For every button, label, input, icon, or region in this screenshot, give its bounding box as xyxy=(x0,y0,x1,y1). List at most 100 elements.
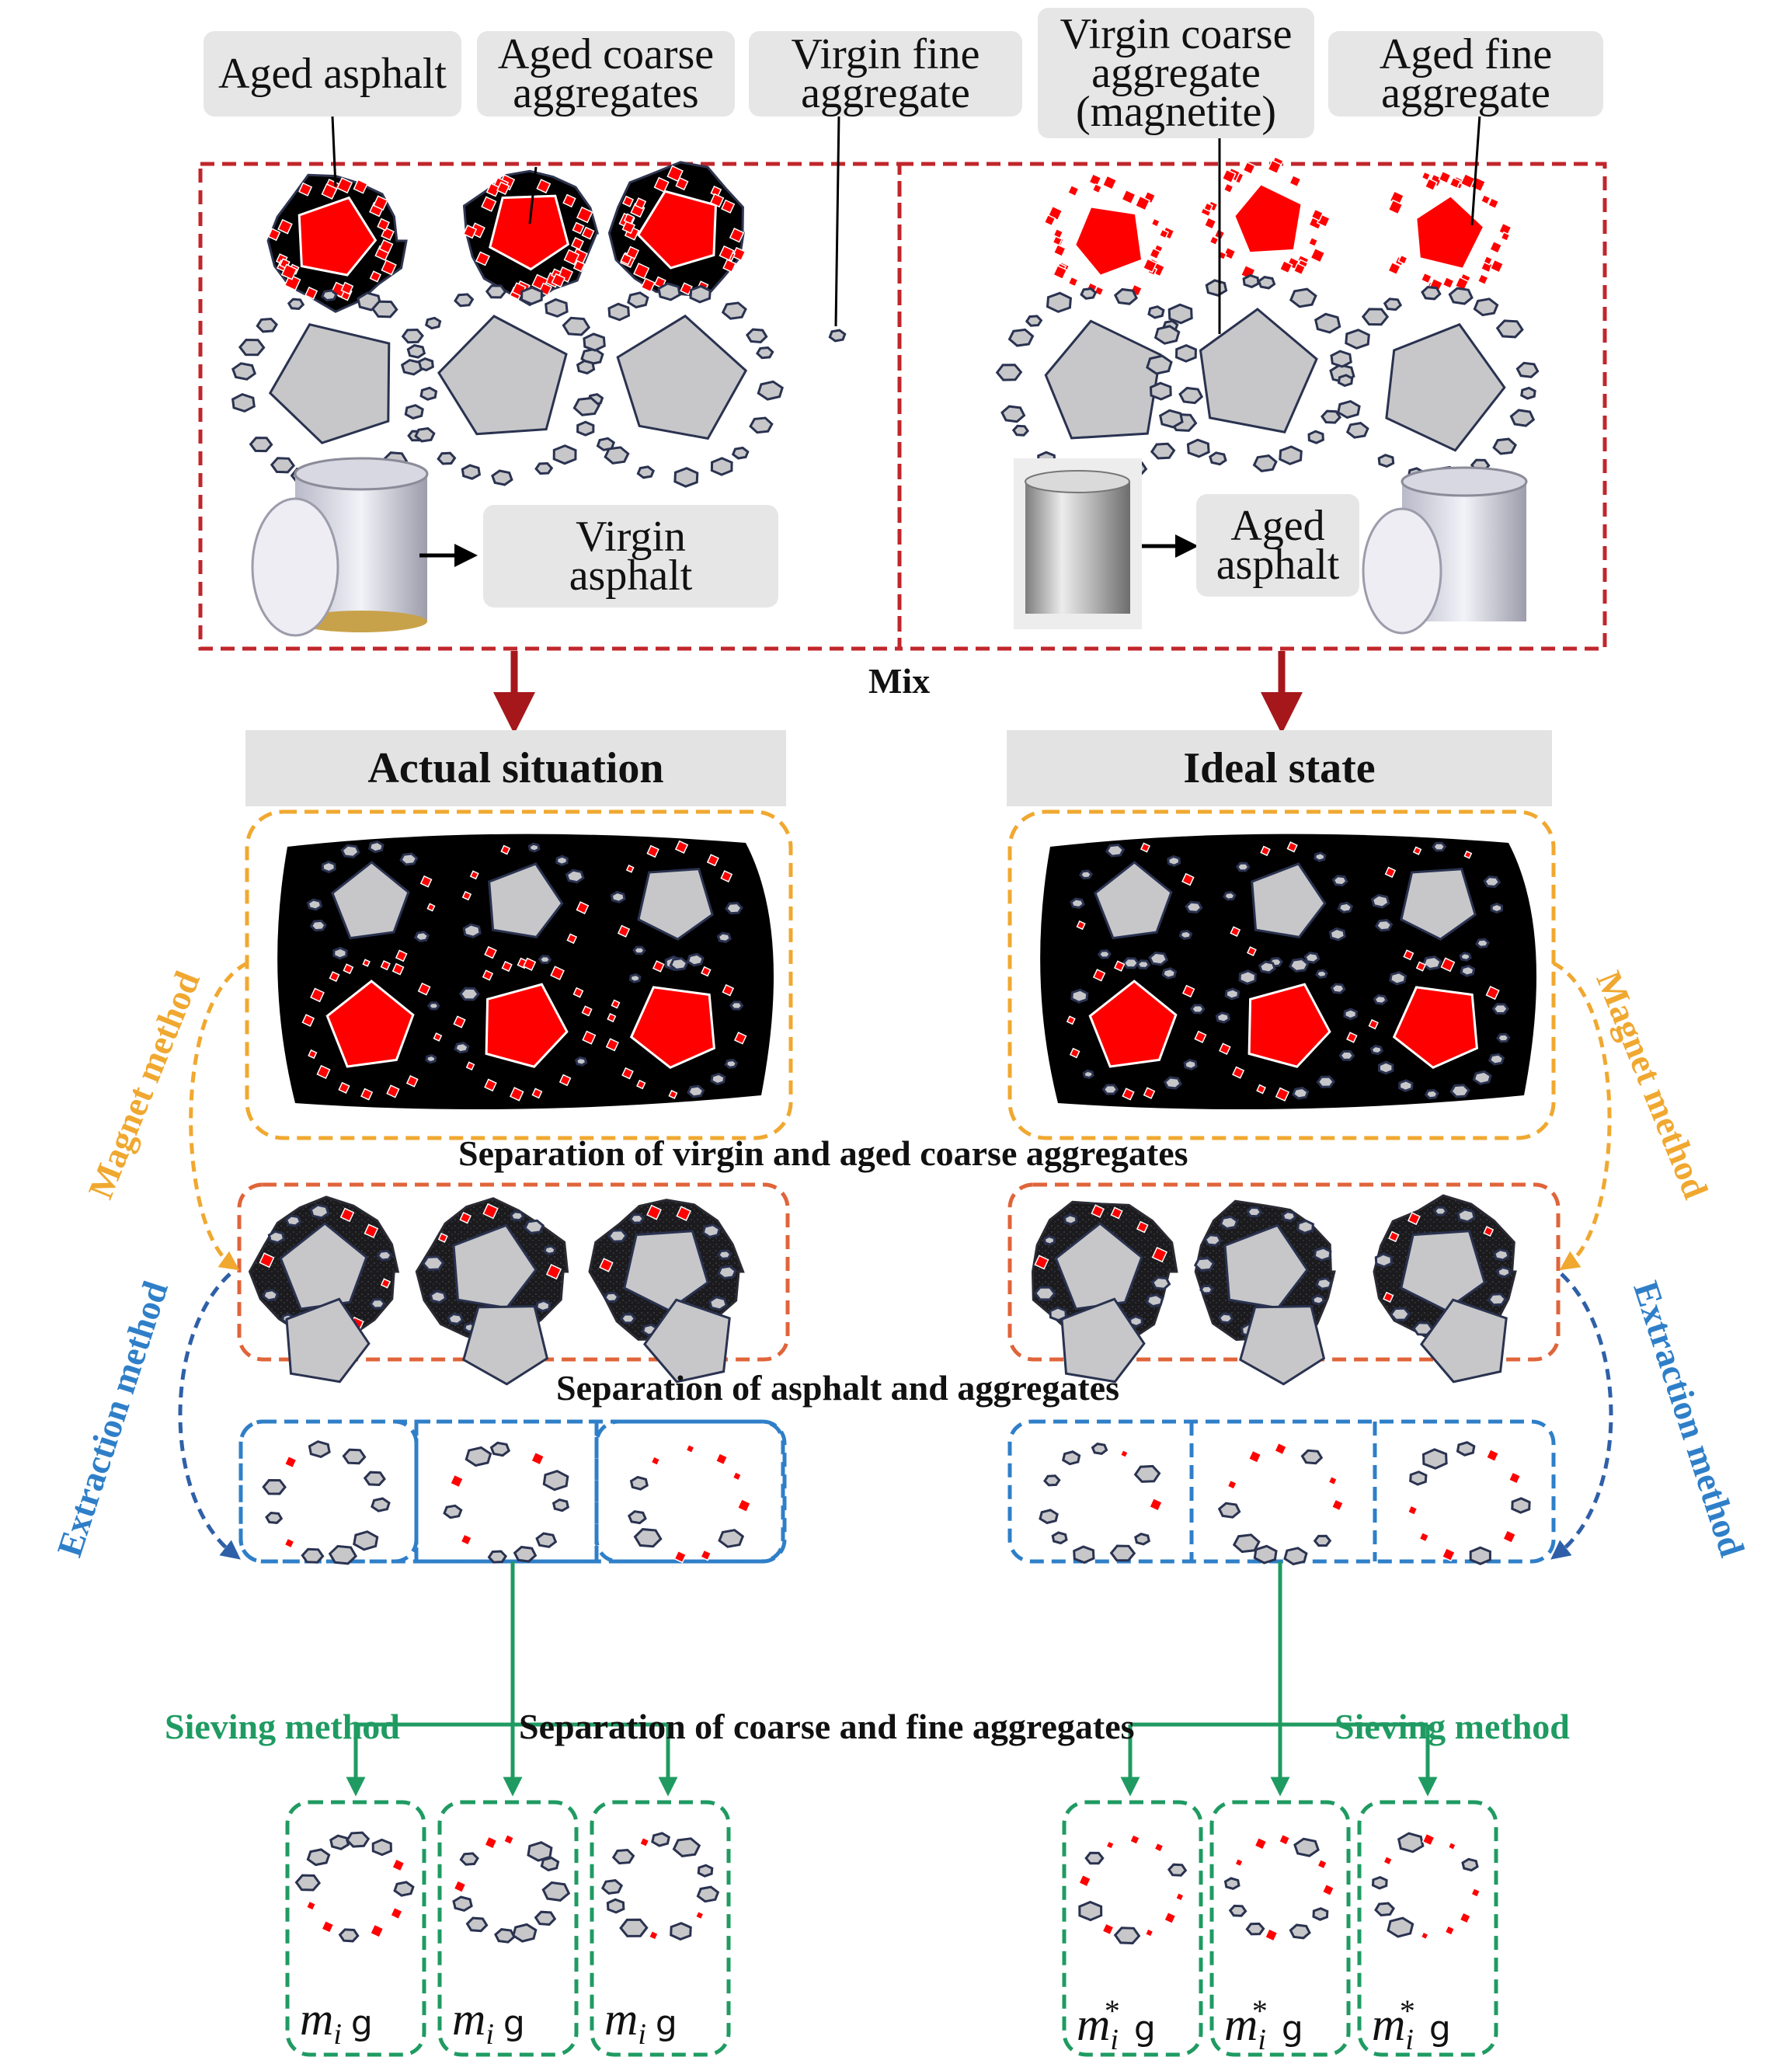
fine-gray-stone xyxy=(629,1475,649,1491)
mass-symbol: m xyxy=(1077,1999,1111,2050)
fine-gray-stone xyxy=(340,844,360,858)
fine-gray-stone xyxy=(1473,298,1499,317)
magnet-arrow-left xyxy=(189,961,249,1271)
fine-red-particle xyxy=(1438,170,1452,184)
fine-gray-stone xyxy=(534,1910,557,1927)
fine-red-particle xyxy=(625,245,640,259)
fine-gray-stone xyxy=(757,380,784,401)
fine-gray-stone xyxy=(1224,987,1240,1001)
fine-gray-stone xyxy=(1253,1544,1278,1565)
fine-gray-stone xyxy=(447,1312,465,1325)
fine-gray-stone xyxy=(716,1249,732,1260)
fine-red-particle xyxy=(482,969,494,981)
fine-gray-stone xyxy=(1091,1443,1108,1455)
fine-red-particle xyxy=(1487,197,1500,210)
fine-gray-stone xyxy=(459,1852,479,1866)
fine-red-particle xyxy=(1384,866,1397,879)
fine-gray-stone xyxy=(1281,1210,1297,1223)
fine-gray-stone xyxy=(1252,454,1278,472)
fine-red-particle xyxy=(259,1252,275,1269)
fine-gray-stone xyxy=(1235,861,1251,872)
fine-red-particle xyxy=(1421,1833,1435,1846)
fine-gray-stone xyxy=(1051,1531,1068,1545)
fine-gray-stone xyxy=(509,1210,525,1222)
fine-gray-stone xyxy=(628,973,642,983)
fine-red-particle xyxy=(732,246,746,262)
fine-red-particle xyxy=(1227,1479,1238,1491)
fine-gray-stone xyxy=(1488,1053,1505,1066)
fine-gray-stone xyxy=(1228,1904,1247,1917)
fine-gray-stone xyxy=(1042,1234,1056,1246)
fine-gray-stone xyxy=(1397,1832,1425,1853)
fine-gray-stone xyxy=(1097,949,1112,959)
fine-gray-stone xyxy=(716,931,732,943)
fine-red-particle xyxy=(1397,254,1408,265)
label-virgin-fine-line1: Virgin fine xyxy=(791,30,980,78)
fine-red-particle xyxy=(1485,1448,1500,1463)
sieving-method-left: Sieving method xyxy=(165,1707,400,1746)
fine-gray-stone xyxy=(256,317,278,333)
fine-gray-stone xyxy=(1174,343,1197,363)
fine-red-particle xyxy=(653,176,670,193)
fine-gray-stone xyxy=(485,284,507,299)
fine-red-particle xyxy=(1463,850,1473,859)
label-virgin-coarse: Virgin coarse aggregate (magnetite) xyxy=(1038,8,1314,138)
fine-gray-stone xyxy=(494,1928,516,1944)
fine-gray-stone xyxy=(1185,900,1203,914)
fine-gray-stone xyxy=(1146,354,1173,375)
fine-red-particle xyxy=(1232,1066,1245,1079)
fine-red-particle xyxy=(1158,228,1170,239)
fine-gray-stone xyxy=(371,300,398,318)
fine-gray-stone xyxy=(527,842,541,853)
fine-gray-stone xyxy=(1328,927,1346,942)
fine-gray-stone xyxy=(1011,424,1030,437)
label-aged-asphalt: Aged asphalt xyxy=(204,31,461,117)
fine-gray-stone xyxy=(1378,1060,1394,1075)
coarse-red-aggregate xyxy=(325,980,415,1068)
fine-red-particle xyxy=(1143,1087,1156,1099)
fine-gray-stone xyxy=(1345,422,1369,439)
fine-red-particle xyxy=(701,966,712,977)
fine-gray-stone xyxy=(749,416,774,434)
fine-gray-stone xyxy=(425,1053,437,1064)
fine-red-particle xyxy=(722,259,737,273)
coarse-gray-aggregate xyxy=(1419,1298,1508,1384)
fine-gray-stone xyxy=(1167,303,1193,325)
fine-gray-stone xyxy=(673,467,699,488)
fine-gray-stone xyxy=(1073,1545,1095,1565)
fine-gray-stone xyxy=(231,392,256,413)
mass-star: * xyxy=(1104,1993,1120,2028)
fine-red-particle xyxy=(639,1836,650,1848)
fine-red-particle xyxy=(377,218,391,231)
fine-gray-stone xyxy=(1199,1284,1214,1295)
fine-red-particle xyxy=(1209,235,1220,246)
fine-red-particle xyxy=(449,1474,465,1488)
fine-gray-stone xyxy=(371,1497,391,1512)
fine-red-particle xyxy=(1279,259,1293,274)
bucket-lid xyxy=(1362,507,1442,635)
fine-red-particle xyxy=(1101,175,1118,190)
mass-star: * xyxy=(1251,1993,1268,2028)
fine-red-particle xyxy=(734,1032,747,1045)
mixture-left xyxy=(277,834,774,1109)
mass-symbol: m xyxy=(1224,1999,1258,2050)
fine-gray-stone xyxy=(1370,893,1390,909)
mass-symbol: m xyxy=(452,1993,486,2045)
fine-gray-stone xyxy=(1495,319,1524,339)
mass-subscript: i xyxy=(485,2018,494,2051)
fine-gray-stone xyxy=(1043,1474,1061,1487)
fine-red-particle xyxy=(417,982,431,996)
fine-gray-stone xyxy=(545,298,569,318)
fine-red-particle xyxy=(1415,961,1426,972)
fine-gray-stone xyxy=(541,1881,571,1902)
fine-gray-stone xyxy=(342,1448,367,1465)
fine-gray-stone xyxy=(576,359,596,375)
fine-red-particle xyxy=(395,949,408,962)
fine-red-particle xyxy=(1421,171,1432,182)
fine-red-particle xyxy=(1091,1204,1105,1218)
fine-gray-stone xyxy=(1492,437,1517,455)
fine-gray-stone xyxy=(1078,1900,1103,1922)
fine-red-particle xyxy=(558,1074,572,1087)
